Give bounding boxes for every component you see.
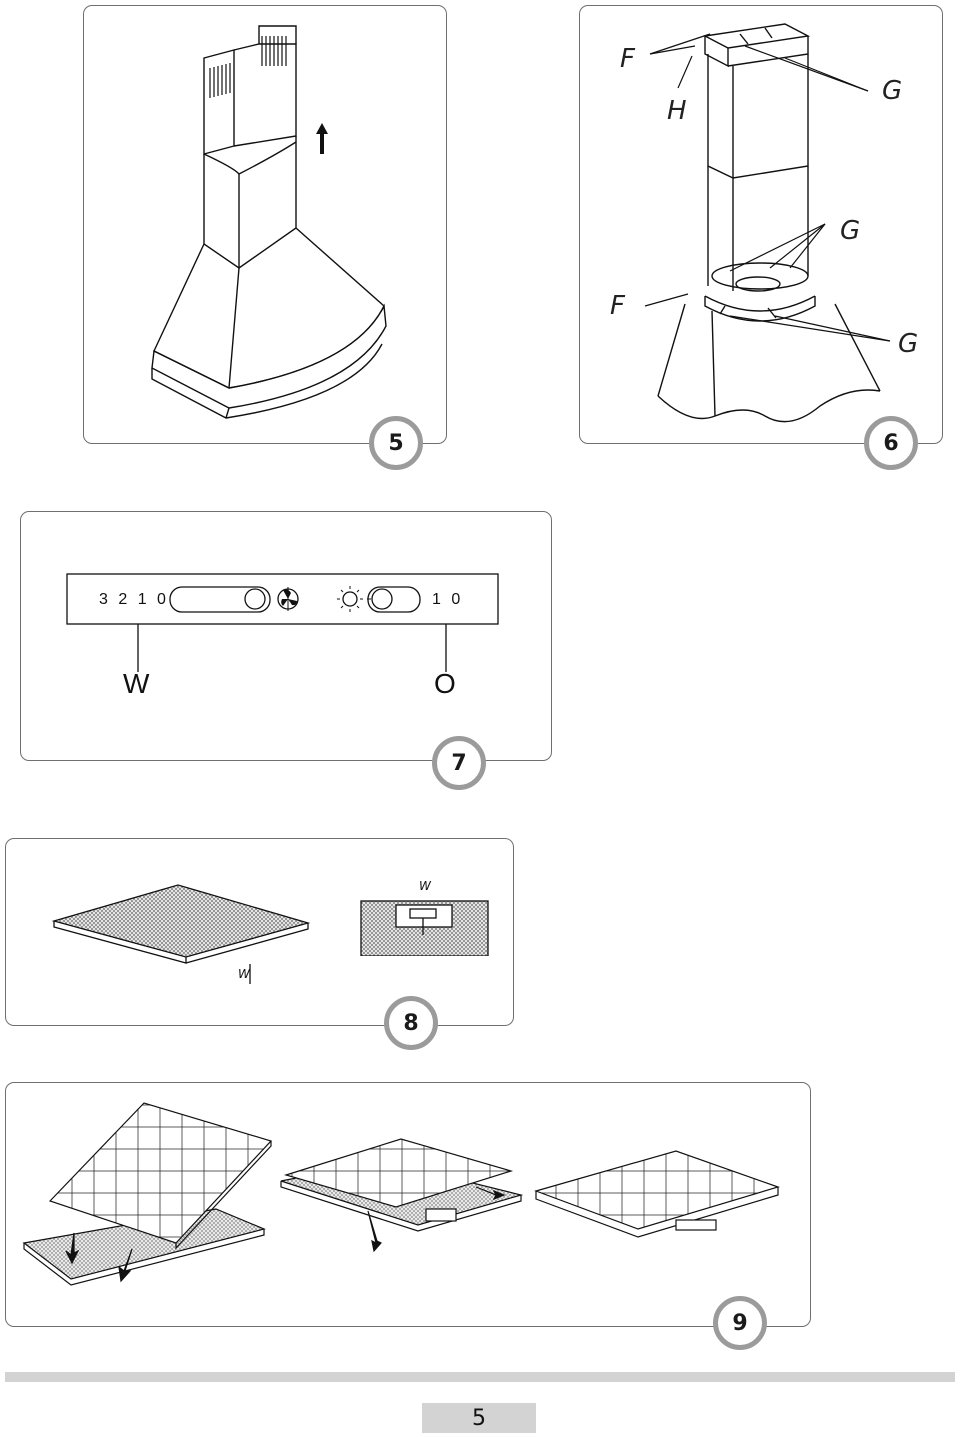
chimney-fixing-illustration — [644, 23, 891, 423]
fan-speed-scale: 3 2 1 0 — [99, 591, 169, 608]
label-h: H — [667, 96, 687, 126]
label-g-middle: G — [840, 216, 861, 246]
figure-8-number-badge: 8 — [384, 996, 438, 1050]
filter-callout-w-left: W — [238, 967, 250, 981]
label-f-upper: F — [620, 44, 635, 74]
figure-9-number: 9 — [732, 1310, 748, 1336]
figure-5-panel — [83, 5, 447, 444]
figure-6-panel: F H G G F G — [579, 5, 943, 444]
figure-8-number: 8 — [403, 1010, 419, 1036]
light-scale: 1 0 — [432, 591, 464, 608]
page-number-box: 5 — [422, 1403, 536, 1433]
charcoal-filter-illustration — [22, 1102, 780, 1286]
filter-callout-w-right: W — [419, 879, 431, 893]
grease-filter-illustration — [51, 884, 493, 984]
figure-5-number-badge: 5 — [369, 416, 423, 470]
figure-7-panel: 3 2 1 0 1 0 W O — [20, 511, 552, 761]
callout-o: O — [434, 668, 456, 699]
callout-w: W — [123, 668, 150, 699]
figure-5-number: 5 — [388, 430, 404, 456]
figure-7-number-badge: 7 — [432, 736, 486, 790]
figure-9-panel — [5, 1082, 811, 1327]
page-number: 5 — [472, 1405, 486, 1431]
chimney-hood-illustration — [151, 25, 387, 419]
figure-6-number-badge: 6 — [864, 416, 918, 470]
label-g-upper: G — [882, 76, 903, 106]
figure-8-panel: W W — [5, 838, 514, 1026]
figure-7-number: 7 — [451, 750, 467, 776]
figure-9-number-badge: 9 — [713, 1296, 767, 1350]
label-f-lower: F — [610, 291, 625, 321]
control-panel-illustration — [66, 573, 499, 672]
footer-divider — [5, 1372, 955, 1382]
label-g-lower: G — [898, 329, 919, 359]
figure-6-number: 6 — [883, 430, 899, 456]
